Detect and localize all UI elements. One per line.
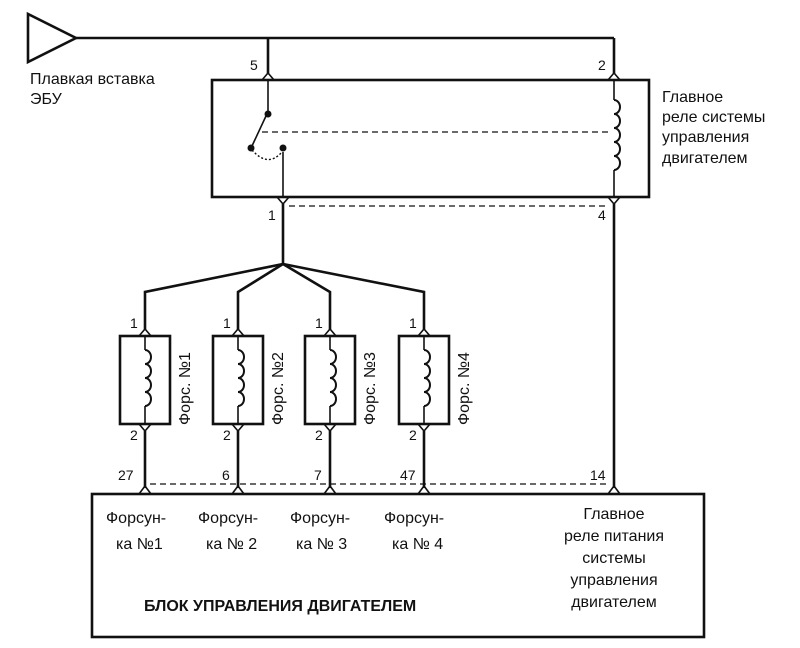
ecu-injector-2-label-line1: Форсун-: [198, 510, 258, 527]
injector-supply-wire: [143, 204, 426, 330]
injector-4-label: Форс. №4: [456, 352, 473, 425]
ecu-injector-3-label-line1: Форсун-: [290, 510, 350, 527]
ecu-box: [90, 492, 706, 639]
ecu-injector-1-label-line2: ка №1: [116, 536, 163, 553]
ecu-injector-4-label-line1: Форсун-: [384, 510, 444, 527]
ecu-pin-47-label: 47: [400, 467, 416, 483]
injector-4-pin-bottom: 2: [409, 427, 417, 443]
main-relay-label-line1: Главное: [662, 89, 723, 106]
ecu-title: БЛОК УПРАВЛЕНИЯ ДВИГАТЕЛЕМ: [144, 598, 416, 615]
main-relay-label-line2: реле системы: [662, 109, 765, 126]
injector-3-pin-bottom: 2: [315, 427, 323, 443]
ecu-injector-3-label-line2: ка № 3: [296, 536, 347, 553]
injector-4: [397, 327, 451, 488]
main-relay-box: [210, 78, 651, 199]
ecu-pin-7-label: 7: [314, 467, 322, 483]
ecu-relay-label-line4: управления: [570, 572, 657, 589]
ecu-relay-label-line2: реле питания: [564, 528, 664, 545]
injector-1: [118, 327, 172, 488]
relay-pin-4-label: 4: [598, 207, 606, 223]
main-relay-label-line3: управления: [662, 129, 749, 146]
injector-1-pin-bottom: 2: [130, 427, 138, 443]
relay-connector-pin-4: [606, 196, 622, 206]
ecu-injector-2-label-line2: ка № 2: [206, 536, 257, 553]
relay-coil: [613, 80, 621, 197]
injector-3-label: Форс. №3: [362, 352, 379, 425]
injector-1-pin-top: 1: [130, 315, 138, 331]
ecu-pin-27-label: 27: [118, 467, 134, 483]
relay-switch-contact: [247, 80, 612, 197]
ecu-pin-6-label: 6: [222, 467, 230, 483]
injector-3-pin-top: 1: [315, 315, 323, 331]
ecu-relay-label-line1: Главное: [583, 506, 644, 523]
power-feed-wire: [76, 36, 616, 74]
ecu-relay-label-line5: двигателем: [571, 594, 657, 611]
ecu-injector-1-label-line1: Форсун-: [106, 510, 166, 527]
fuse-label-line1: Плавкая вставка: [30, 71, 155, 88]
fuse-label-line2: ЭБУ: [30, 91, 63, 108]
relay-connector-pin-1: [275, 196, 291, 206]
injector-2: [211, 327, 265, 488]
relay-pin-5-label: 5: [250, 57, 258, 73]
ecu-pin-14-label: 14: [590, 467, 606, 483]
injector-2-pin-top: 1: [223, 315, 231, 331]
injector-2-label: Форс. №2: [270, 352, 287, 425]
injector-3: [303, 327, 357, 488]
ecu-injector-4-label-line2: ка № 4: [392, 536, 443, 553]
relay-pin-1-label: 1: [268, 207, 276, 223]
relay-pin-2-label: 2: [598, 57, 606, 73]
injector-2-pin-bottom: 2: [223, 427, 231, 443]
injector-4-pin-top: 1: [409, 315, 417, 331]
ecu-relay-label-line3: системы: [582, 550, 645, 567]
main-relay-label-line4: двигателем: [662, 150, 748, 167]
fuse-symbol: [26, 11, 79, 65]
injector-1-label: Форс. №1: [177, 352, 194, 425]
